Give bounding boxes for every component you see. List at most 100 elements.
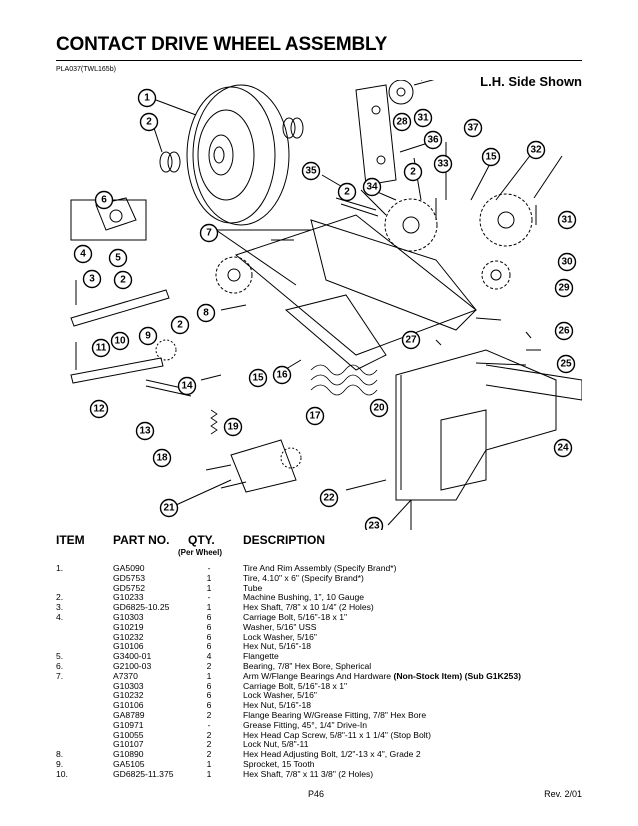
part-no-cell: G10303	[113, 680, 144, 691]
svg-text:25: 25	[560, 359, 572, 370]
callout-12: 12	[89, 399, 109, 419]
item-cell: 8.	[56, 749, 64, 760]
callout-32: 32	[526, 140, 546, 160]
part-no-cell: G10106	[113, 700, 144, 711]
callout-24: 24	[553, 438, 573, 458]
part-no-cell: G3400-01	[113, 651, 152, 662]
page-title: CONTACT DRIVE WHEEL ASSEMBLY	[56, 34, 388, 55]
col-header-qty: QTY.	[188, 533, 215, 547]
callout-3: 3	[82, 269, 102, 289]
part-no-cell: G10219	[113, 621, 144, 632]
bottom-bracket-illustration	[230, 439, 297, 493]
part-no-cell: GD5753	[113, 572, 146, 583]
washer-illustration	[159, 151, 173, 173]
svg-text:18: 18	[156, 453, 168, 464]
callout-36: 36	[423, 130, 443, 150]
svg-text:24: 24	[557, 443, 569, 454]
svg-text:13: 13	[139, 426, 151, 437]
part-no-cell: G10055	[113, 729, 144, 740]
svg-text:2: 2	[344, 187, 350, 198]
callout-23: 23	[364, 516, 384, 530]
col-header-description: DESCRIPTION	[243, 533, 326, 547]
col-header-item: ITEM	[56, 533, 85, 547]
svg-text:36: 36	[427, 135, 439, 146]
callout-31b: 31	[557, 210, 577, 230]
callout-2c: 2	[403, 162, 423, 182]
svg-text:35: 35	[305, 166, 317, 177]
qty-cell: 1	[206, 758, 212, 769]
qty-cell: 2	[206, 709, 212, 720]
callout-31: 31	[413, 108, 433, 128]
exploded-parts-diagram: 1 2 2 2 2 2 3 4 5 6 7 8 9 10 11 12 13 14…	[70, 80, 582, 530]
svg-text:17: 17	[309, 411, 321, 422]
callout-4: 4	[73, 244, 93, 264]
svg-text:16: 16	[276, 370, 288, 381]
part-no-cell: G2100-03	[113, 660, 152, 671]
svg-text:32: 32	[530, 145, 542, 156]
col-header-qty-sub: (Per Wheel)	[178, 548, 223, 557]
description-cell: Hex Nut, 5/16"-18	[243, 641, 312, 652]
description-cell: Flangette	[243, 651, 279, 662]
part-no-cell: GD5752	[113, 582, 146, 593]
callout-29: 29	[554, 278, 574, 298]
svg-text:3: 3	[89, 274, 95, 285]
svg-text:2: 2	[146, 117, 152, 128]
description-cell: Hex Nut, 5/16"-18	[243, 700, 312, 711]
callout-19: 19	[223, 417, 243, 437]
part-no-cell: GD6825-11.375	[113, 768, 174, 779]
svg-text:14: 14	[181, 381, 193, 392]
spring-illustration	[310, 364, 378, 376]
svg-text:29: 29	[558, 283, 570, 294]
item-cell: 9.	[56, 758, 64, 769]
callout-2b: 2	[337, 182, 357, 202]
callout-5: 5	[108, 248, 128, 268]
item-cell: 7.	[56, 670, 64, 681]
qty-cell: 6	[206, 621, 212, 632]
description-text: Arm W/Flange Bearings And Hardware	[243, 670, 394, 681]
table-row: 2.G10233-Machine Bushing, 1", 10 Gauge	[56, 593, 586, 603]
bracket-illustration	[355, 84, 397, 186]
svg-text:11: 11	[96, 343, 107, 354]
description-cell: Tire And Rim Assembly (Specify Brand*)	[243, 563, 397, 573]
item-cell: 6.	[56, 660, 64, 671]
svg-text:22: 22	[323, 493, 335, 504]
part-no-cell: G10971	[113, 719, 144, 730]
part-no-cell: G10303	[113, 611, 144, 622]
description-cell: Hex Head Cap Screw, 5/8"-11 x 1 1/4" (St…	[243, 729, 431, 740]
qty-cell: 6	[206, 631, 212, 642]
callout-16: 16	[272, 365, 292, 385]
part-no-cell: G10890	[113, 749, 144, 760]
description-cell: Grease Fitting, 45°, 1/4" Drive-In	[243, 719, 367, 730]
qty-cell: 1	[206, 582, 212, 593]
tire-assembly-illustration	[186, 84, 290, 226]
part-no-cell: G10232	[113, 690, 144, 701]
hex-shaft-illustration	[70, 289, 170, 327]
description-cell: Washer, 5/16" USS	[243, 621, 317, 632]
revision-label: Rev. 2/01	[544, 789, 582, 799]
part-no-cell: G10232	[113, 631, 144, 642]
callout-25: 25	[556, 354, 576, 374]
description-cell: Sprocket, 15 Tooth	[243, 758, 315, 769]
qty-cell: -	[207, 719, 211, 730]
svg-text:20: 20	[373, 403, 385, 414]
description-cell: Bearing, 7/8" Hex Bore, Spherical	[243, 660, 372, 671]
callout-14: 14	[177, 376, 197, 396]
qty-cell: 6	[206, 700, 212, 711]
page-number: P46	[308, 789, 325, 799]
table-row: G10106 6 Hex Nut, 5/16"-18	[56, 700, 586, 711]
svg-text:28: 28	[396, 117, 408, 128]
item-cell: 4.	[56, 611, 64, 622]
qty-cell: 1	[206, 602, 212, 613]
callout-1: 1	[137, 88, 157, 108]
qty-cell: 1	[206, 768, 212, 779]
callout-30: 30	[557, 252, 577, 272]
svg-text:27: 27	[405, 335, 417, 346]
qty-cell: 2	[206, 660, 212, 671]
description-cell: Flange Bearing W/Grease Fitting, 7/8" He…	[243, 709, 427, 720]
